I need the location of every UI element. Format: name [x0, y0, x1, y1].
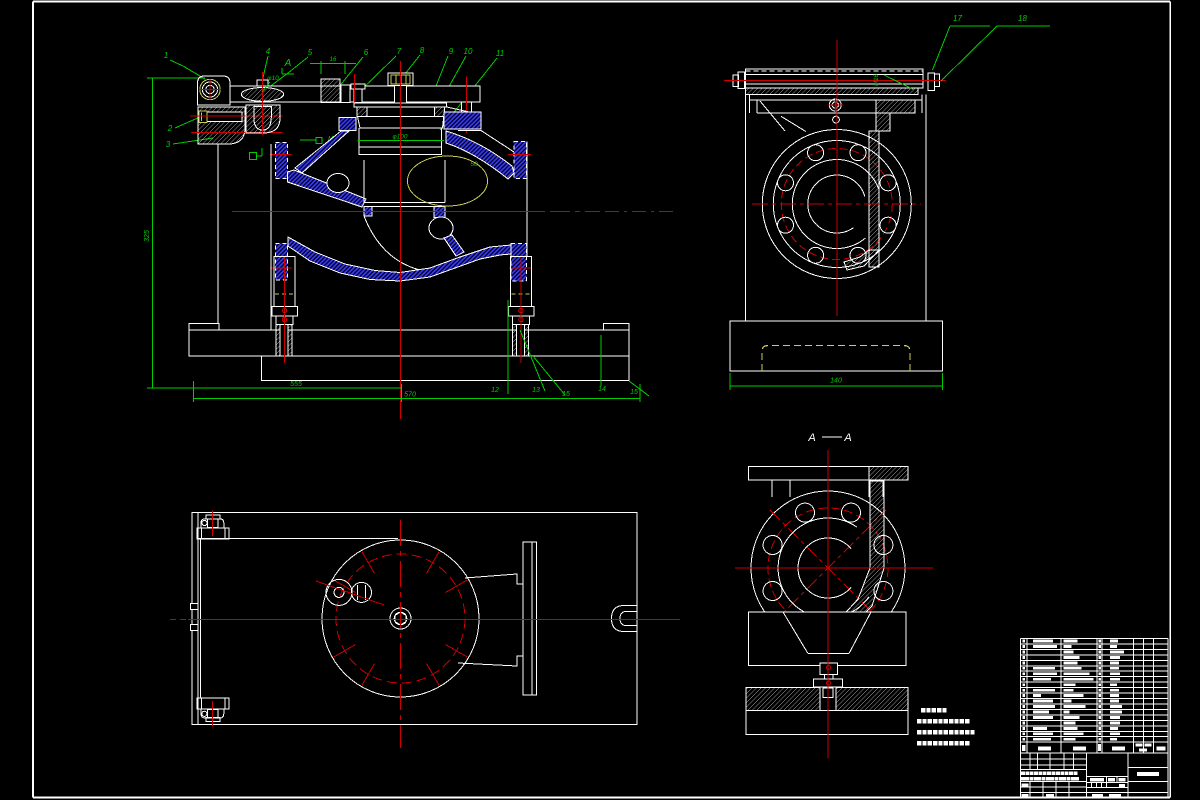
- svg-text:3: 3: [166, 140, 171, 149]
- svg-text:4: 4: [266, 47, 271, 56]
- svg-text:325: 325: [144, 230, 151, 242]
- svg-text:8: 8: [420, 46, 425, 55]
- svg-text:7: 7: [397, 47, 402, 56]
- svg-text:9: 9: [449, 47, 454, 56]
- svg-text:13: 13: [532, 387, 540, 394]
- svg-text:5: 5: [308, 48, 313, 57]
- svg-text:10: 10: [464, 47, 473, 56]
- svg-text:A: A: [843, 432, 851, 444]
- svg-text:12: 12: [491, 387, 499, 394]
- svg-text:16: 16: [330, 57, 337, 63]
- svg-text:50: 50: [470, 161, 478, 168]
- svg-text:1: 1: [164, 51, 168, 60]
- svg-text:15: 15: [630, 389, 638, 396]
- svg-text:φ10: φ10: [267, 75, 279, 82]
- svg-text:A: A: [284, 58, 292, 69]
- svg-text:555: 555: [290, 381, 302, 388]
- svg-text:14: 14: [598, 386, 606, 393]
- svg-text:A: A: [807, 432, 815, 444]
- svg-text:18: 18: [1018, 14, 1027, 23]
- svg-text:15: 15: [562, 391, 570, 398]
- svg-text:M16: M16: [874, 74, 880, 86]
- svg-text:17: 17: [953, 14, 962, 23]
- svg-text:2: 2: [167, 124, 173, 133]
- svg-text:570: 570: [404, 392, 416, 399]
- svg-text:11: 11: [496, 49, 504, 58]
- svg-text:6: 6: [364, 48, 369, 57]
- svg-text:140: 140: [830, 378, 842, 385]
